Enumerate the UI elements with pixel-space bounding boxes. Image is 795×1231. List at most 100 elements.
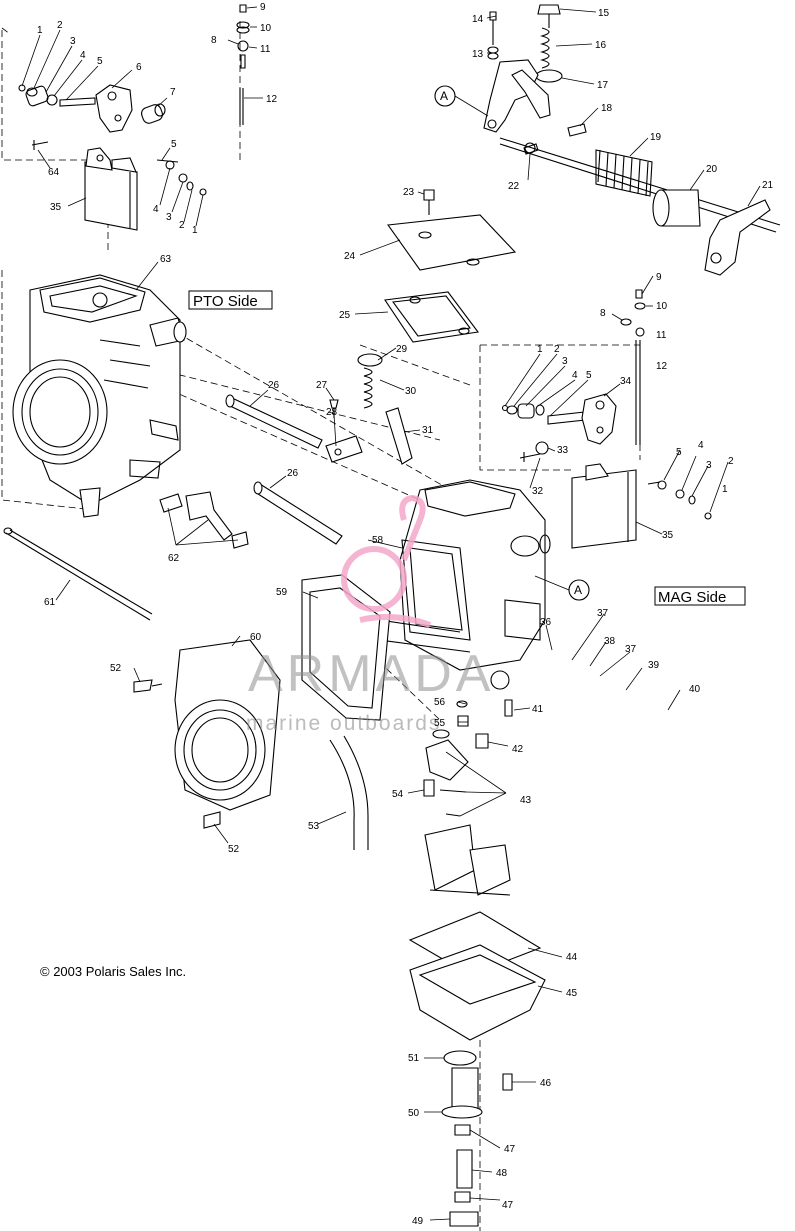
svg-text:PTO Side: PTO Side <box>193 293 258 310</box>
top-cover-and-gasket <box>384 189 517 343</box>
callout-11: 11 <box>656 330 667 341</box>
callout-45: 45 <box>566 988 578 999</box>
callout-1: 1 <box>37 25 43 36</box>
callout-52: 52 <box>110 663 122 674</box>
balance-tubes <box>3 353 413 621</box>
mag-carburetor-body <box>379 479 551 690</box>
callout-25: 25 <box>339 310 351 321</box>
callout-4: 4 <box>698 440 704 451</box>
callout-11: 11 <box>260 44 271 55</box>
callout-52: 52 <box>228 844 240 855</box>
callout-5: 5 <box>97 56 103 67</box>
copyright-notice: © 2003 Polaris Sales Inc. <box>40 964 186 979</box>
callout-33: 33 <box>557 445 569 456</box>
callout-47: 47 <box>504 1144 516 1155</box>
callout-41: 41 <box>532 704 544 715</box>
callout-38: 38 <box>604 636 616 647</box>
callout-42: 42 <box>512 744 524 755</box>
callout-23: 23 <box>403 187 415 198</box>
reference-mark-a-bottom: A <box>534 575 590 601</box>
callout-6: 6 <box>136 62 142 73</box>
callout-9: 9 <box>656 272 662 283</box>
svg-text:A: A <box>440 89 448 103</box>
callout-10: 10 <box>260 23 272 34</box>
callout-29: 29 <box>396 344 408 355</box>
reference-mark-a-top: A <box>434 85 489 117</box>
callout-2: 2 <box>728 456 734 467</box>
pto-side-label: PTO Side <box>188 290 273 310</box>
callout-2: 2 <box>554 344 560 355</box>
callout-50: 50 <box>408 1108 420 1119</box>
callout-34: 34 <box>620 376 632 387</box>
callout-numbers: 1 2 3 4 5 6 7 5 4 3 2 1 64 35 9 10 8 11 … <box>37 2 774 1227</box>
callout-18: 18 <box>601 103 613 114</box>
callout-63: 63 <box>160 254 172 265</box>
callout-26: 26 <box>268 380 280 391</box>
mag-throttle-linkage <box>501 289 712 549</box>
callout-12: 12 <box>656 361 668 372</box>
svg-text:MAG Side: MAG Side <box>658 589 726 606</box>
callout-1: 1 <box>722 484 728 495</box>
callout-leaders <box>21 6 761 1221</box>
callout-31: 31 <box>422 425 434 436</box>
callout-49: 49 <box>412 1216 424 1227</box>
callout-37: 37 <box>597 608 609 619</box>
pto-throttle-linkage <box>18 84 207 231</box>
callout-5: 5 <box>586 370 592 381</box>
callout-46: 46 <box>540 1078 552 1089</box>
callout-4: 4 <box>572 370 578 381</box>
callout-21: 21 <box>762 180 774 191</box>
callout-2: 2 <box>179 220 185 231</box>
watermark-tagline: marine outboards <box>246 712 441 735</box>
callout-20: 20 <box>706 164 718 175</box>
callout-26: 26 <box>287 468 299 479</box>
callout-17: 17 <box>597 80 609 91</box>
callout-3: 3 <box>562 356 568 367</box>
armada-logo-icon <box>341 494 432 628</box>
callout-64: 64 <box>48 167 60 178</box>
callout-39: 39 <box>648 660 660 671</box>
callout-5: 5 <box>171 139 177 150</box>
float-bowl-assembly <box>408 699 546 1227</box>
callout-3: 3 <box>166 212 172 223</box>
callout-8: 8 <box>211 35 217 46</box>
callout-43: 43 <box>520 795 532 806</box>
callout-22: 22 <box>508 181 520 192</box>
callout-16: 16 <box>595 40 607 51</box>
callout-30: 30 <box>405 386 417 397</box>
callout-8: 8 <box>600 308 606 319</box>
callout-15: 15 <box>598 8 610 19</box>
callout-48: 48 <box>496 1168 508 1179</box>
callout-51: 51 <box>408 1053 420 1064</box>
svg-text:A: A <box>574 583 582 597</box>
callout-59: 59 <box>276 587 288 598</box>
callout-27: 27 <box>316 380 328 391</box>
callout-19: 19 <box>650 132 662 143</box>
callout-36: 36 <box>540 617 552 628</box>
callout-3: 3 <box>706 460 712 471</box>
callout-61: 61 <box>44 597 56 608</box>
callout-53: 53 <box>308 821 320 832</box>
callout-4: 4 <box>80 50 86 61</box>
callout-32: 32 <box>532 486 544 497</box>
watermark-brand: ARMADA <box>248 645 494 703</box>
armada-watermark: ARMADA marine outboards <box>246 494 494 735</box>
callout-28: 28 <box>326 407 338 418</box>
pto-carburetor-body <box>12 274 187 518</box>
callout-58: 58 <box>372 535 384 546</box>
callout-7: 7 <box>170 87 176 98</box>
callout-3: 3 <box>70 36 76 47</box>
callout-62: 62 <box>168 553 180 564</box>
needle-screw-stack-top <box>236 4 250 125</box>
callout-56: 56 <box>434 697 446 708</box>
callout-24: 24 <box>344 251 356 262</box>
callout-2: 2 <box>57 20 63 31</box>
callout-54: 54 <box>392 789 404 800</box>
callout-47: 47 <box>502 1200 514 1211</box>
callout-35: 35 <box>662 530 674 541</box>
callout-12: 12 <box>266 94 278 105</box>
callout-1: 1 <box>537 344 543 355</box>
callout-4: 4 <box>153 204 159 215</box>
callout-1: 1 <box>192 225 198 236</box>
